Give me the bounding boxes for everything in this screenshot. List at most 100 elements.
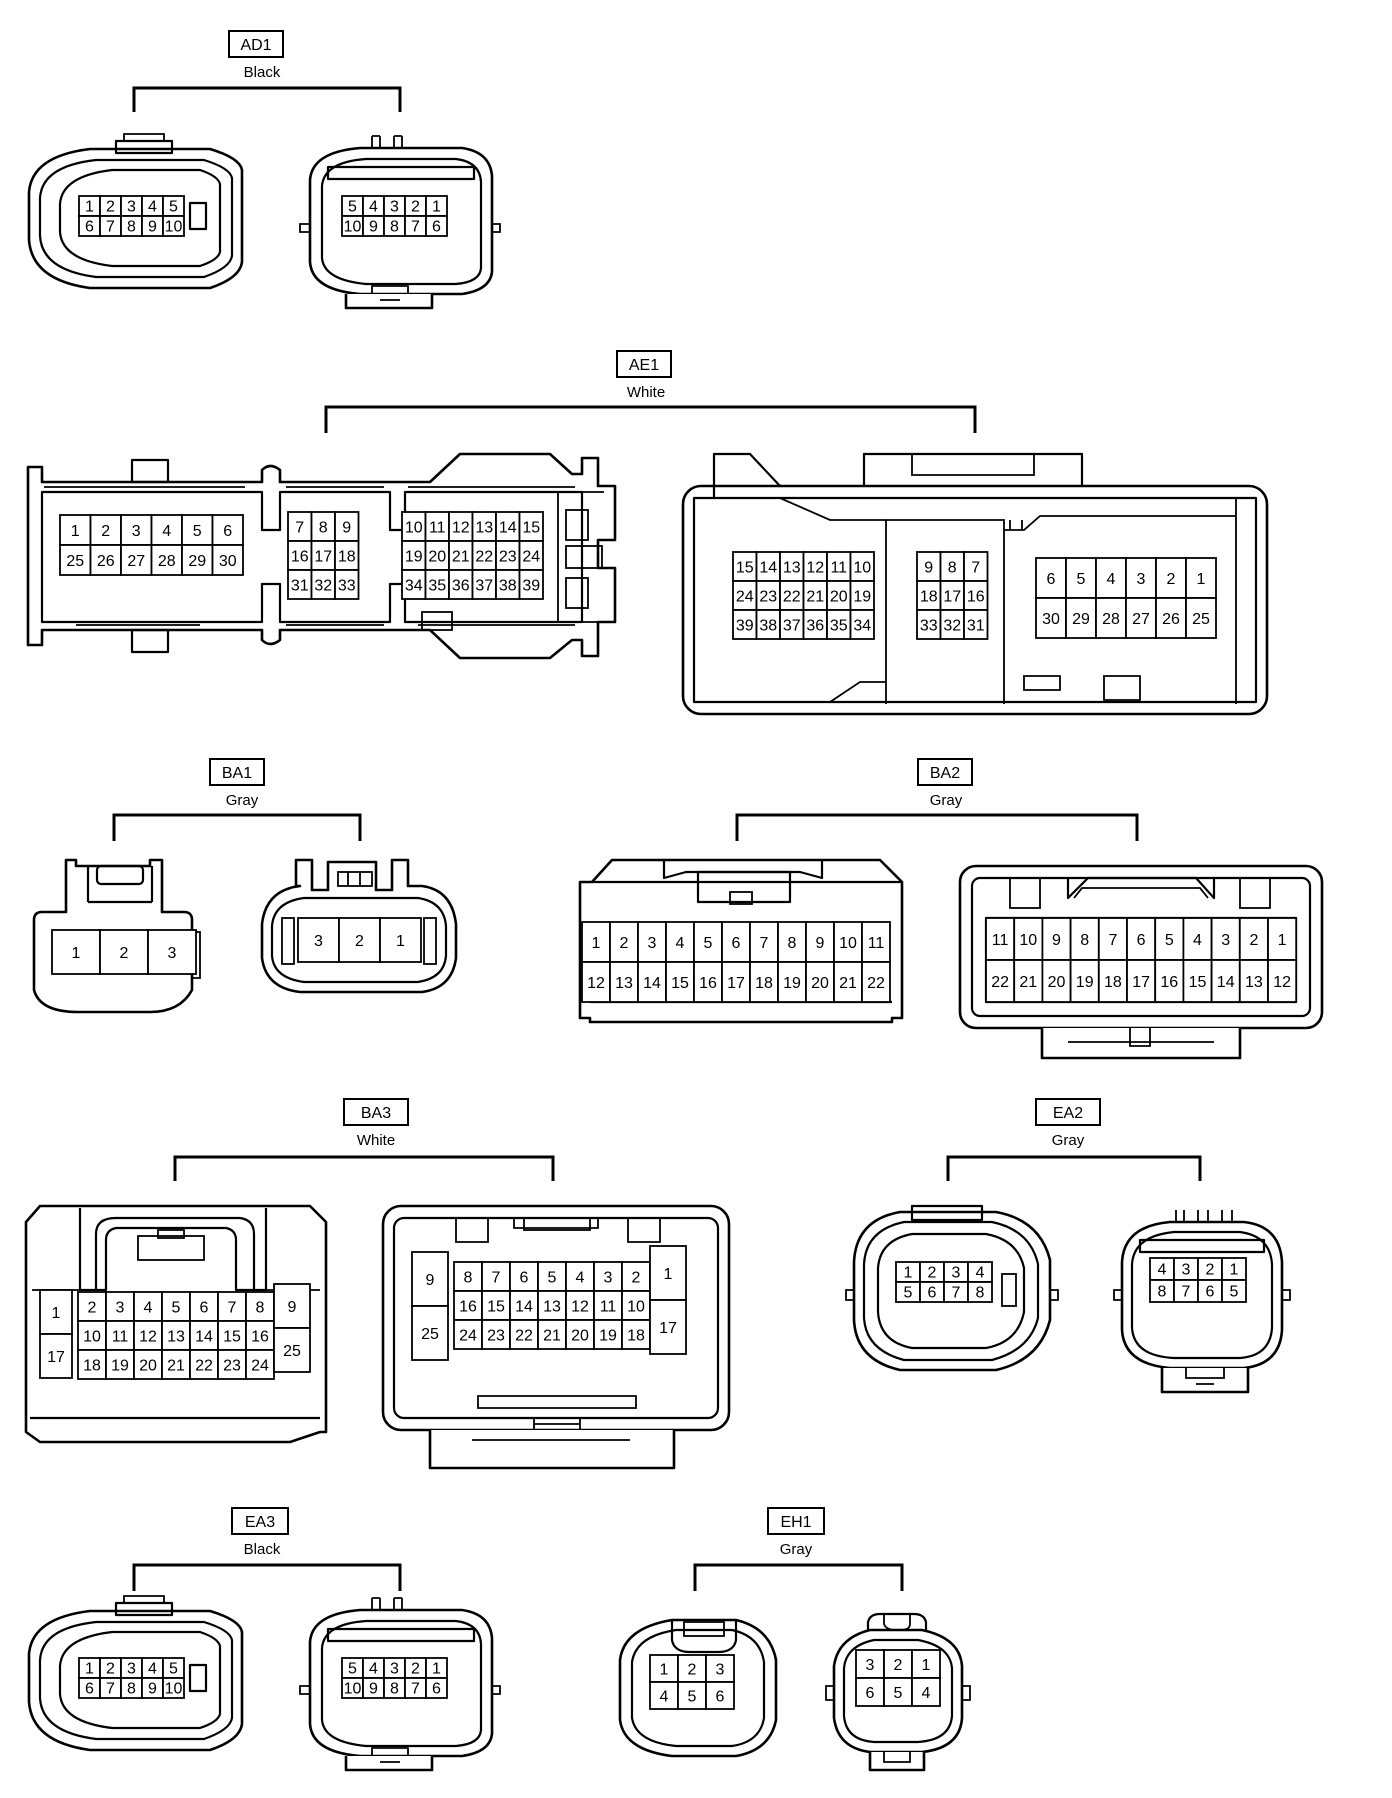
pin-cell <box>621 1290 651 1321</box>
pin-cell <box>1041 917 1072 961</box>
pin-cell <box>453 1290 483 1321</box>
pin-number: 5 <box>1165 932 1174 949</box>
pin-number: 19 <box>853 588 871 605</box>
pin-number: 26 <box>97 553 115 570</box>
pin-number: 16 <box>251 1328 269 1345</box>
pin-number: 3 <box>116 1299 125 1316</box>
pin-grid-ba3-r-side-right: 1 17 <box>649 1245 687 1355</box>
pin-cell <box>509 1290 539 1321</box>
pin-cell <box>1065 597 1097 639</box>
pin-number: 11 <box>830 559 847 576</box>
pin-cell <box>581 961 611 1003</box>
pin-number: 2 <box>1206 1261 1215 1278</box>
pin-number: 12 <box>806 559 824 576</box>
pin-number: 10 <box>344 1680 362 1697</box>
pin-number: 7 <box>1108 932 1117 949</box>
pin-cell <box>150 544 183 576</box>
pin-number: 3 <box>132 523 141 540</box>
pin-number: 9 <box>288 1299 297 1316</box>
connector-color: Gray <box>930 792 963 809</box>
pin-number: 18 <box>338 548 356 565</box>
pin-number: 30 <box>1042 611 1060 628</box>
pin-number: 34 <box>405 577 423 594</box>
pin-number: 3 <box>648 935 657 952</box>
pin-number: 26 <box>1162 611 1180 628</box>
label-ea2: EA2 Gray <box>946 1098 1202 1181</box>
pin-cell <box>963 609 989 640</box>
pin-number: 10 <box>1019 932 1037 949</box>
pin-cell <box>1013 959 1044 1003</box>
connector-id: BA3 <box>361 1105 391 1122</box>
pin-number: 4 <box>1193 932 1202 949</box>
pin-number: 1 <box>664 1266 673 1283</box>
pin-cell <box>1035 597 1067 639</box>
pin-cell <box>1154 917 1185 961</box>
pin-cell <box>1185 557 1217 599</box>
pin-cell <box>162 215 185 237</box>
pin-cell <box>1155 597 1187 639</box>
pin-cell <box>59 544 92 576</box>
pin-number: 7 <box>492 1269 501 1286</box>
pin-number: 2 <box>620 935 629 952</box>
pin-number: 14 <box>1217 974 1235 991</box>
pin-number: 9 <box>369 218 378 235</box>
pin-number: 31 <box>967 617 985 634</box>
pin-cell <box>705 1681 735 1710</box>
pin-number: 5 <box>704 935 713 952</box>
label-eh1: EH1 Gray <box>693 1507 904 1591</box>
pin-number: 33 <box>338 577 356 594</box>
connector-color: Gray <box>780 1541 813 1558</box>
pin-number: 7 <box>106 218 115 235</box>
pin-number: 1 <box>71 523 80 540</box>
pin-number: 6 <box>928 1284 937 1301</box>
pin-cell <box>189 1349 219 1380</box>
pin-number: 1 <box>432 1660 441 1677</box>
pin-number: 2 <box>1249 932 1258 949</box>
pin-number: 6 <box>520 1269 529 1286</box>
pin-number: 2 <box>928 1264 937 1281</box>
pin-number: 20 <box>139 1357 157 1374</box>
pin-number: 3 <box>1137 571 1146 588</box>
pin-number: 5 <box>169 198 178 215</box>
pin-cell <box>425 215 448 237</box>
pin-number: 17 <box>727 975 745 992</box>
pin-number: 3 <box>168 945 177 962</box>
pin-number: 18 <box>1104 974 1122 991</box>
pin-number: 5 <box>169 1660 178 1677</box>
pin-number: 5 <box>193 523 202 540</box>
pin-number: 6 <box>223 523 232 540</box>
pin-number: 22 <box>991 974 1009 991</box>
pin-number: 3 <box>866 1657 875 1674</box>
pin-number: 8 <box>1080 932 1089 949</box>
pin-number: 17 <box>659 1320 677 1337</box>
pin-number: 24 <box>522 548 540 565</box>
pin-number: 20 <box>428 548 446 565</box>
pin-number: 4 <box>369 1660 378 1677</box>
pin-number: 9 <box>816 935 825 952</box>
pin-number: 12 <box>452 519 470 536</box>
pin-cell <box>1267 959 1298 1003</box>
pin-number: 20 <box>1048 974 1066 991</box>
pin-number: 8 <box>127 218 136 235</box>
pin-number: 12 <box>587 975 605 992</box>
pin-number: 13 <box>167 1328 185 1345</box>
pin-cell <box>649 1245 687 1301</box>
pin-number: 4 <box>369 198 378 215</box>
pin-number: 6 <box>85 1680 94 1697</box>
pin-number: 21 <box>839 975 857 992</box>
pin-number: 9 <box>1052 932 1061 949</box>
pin-number: 35 <box>428 577 446 594</box>
pin-number: 11 <box>429 519 446 536</box>
pin-number: 2 <box>101 523 110 540</box>
label-ad1: AD1 Black <box>132 30 402 112</box>
pin-cell <box>51 929 101 975</box>
pin-number: 6 <box>432 1680 441 1697</box>
pin-number: 14 <box>515 1298 533 1315</box>
connector-id: AE1 <box>629 357 659 374</box>
